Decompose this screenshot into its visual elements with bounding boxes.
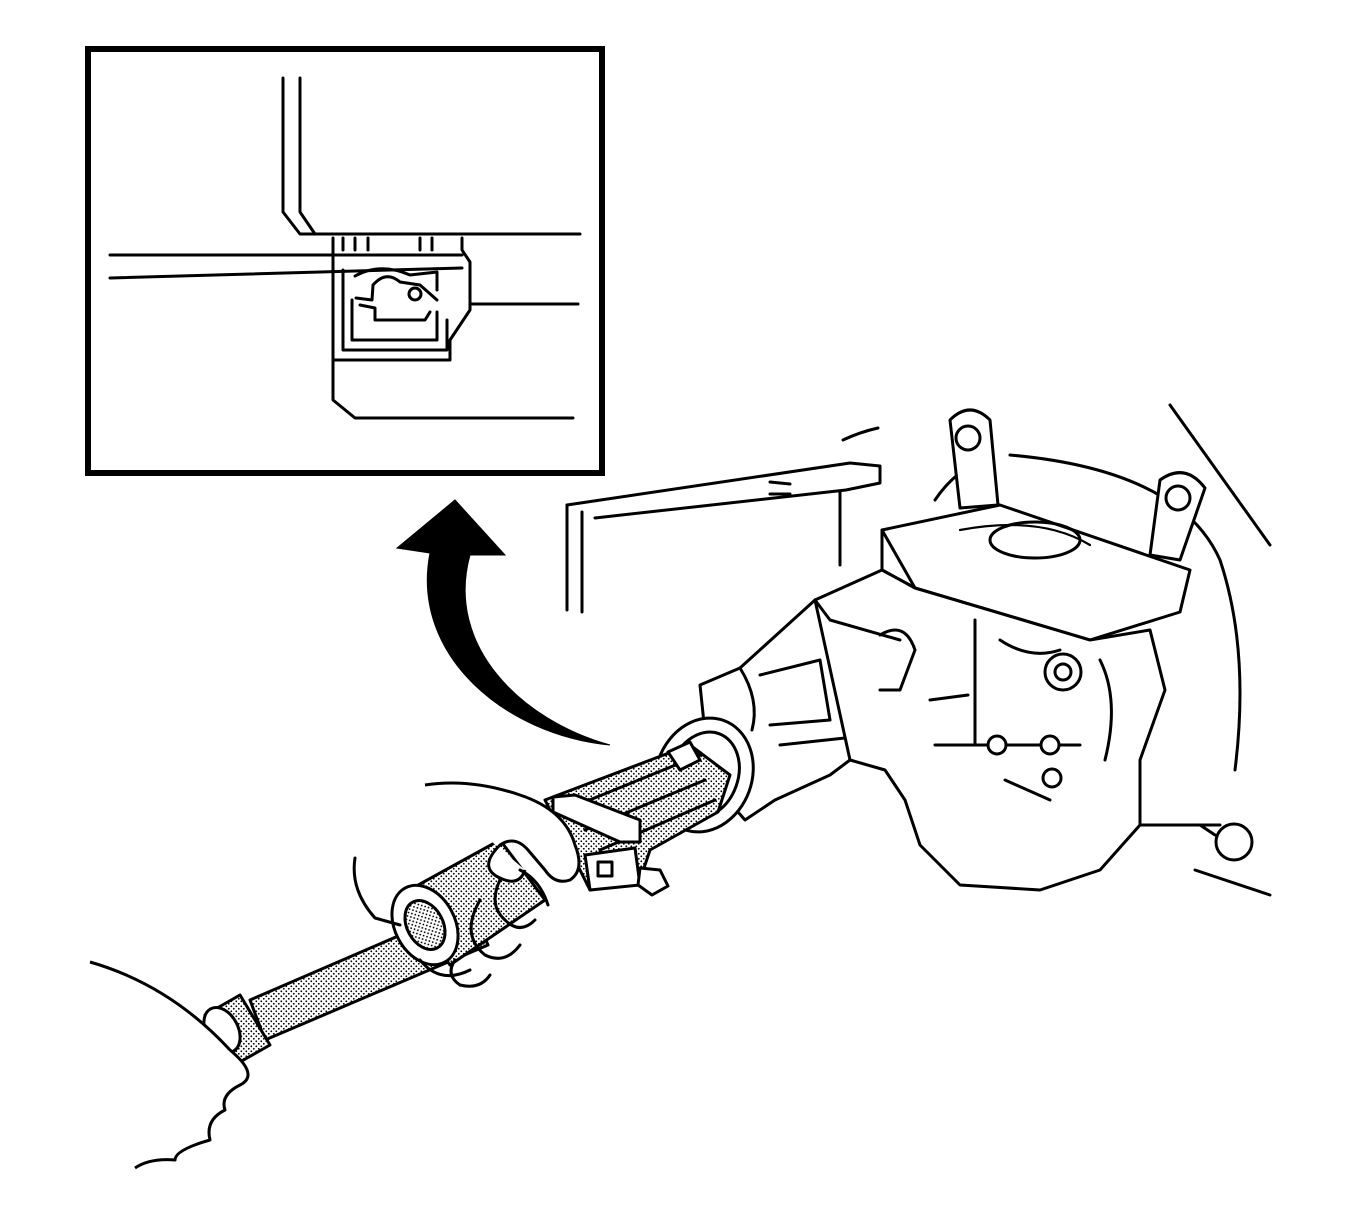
mounting-ear-left — [948, 408, 1000, 510]
left-sleeve — [89, 960, 250, 1170]
seal-detail-inset — [85, 46, 605, 476]
mounting-ear-right — [1148, 471, 1207, 562]
right-hand — [424, 781, 581, 883]
inset-frame — [85, 46, 605, 476]
differential-housing — [653, 408, 1254, 892]
fill-plug — [1214, 822, 1254, 862]
seal-cross-section — [331, 236, 472, 362]
housing-bore — [108, 76, 582, 420]
seal-puller-tool — [543, 740, 732, 897]
technician-hands — [89, 781, 581, 1170]
callout-arrow — [395, 499, 611, 746]
